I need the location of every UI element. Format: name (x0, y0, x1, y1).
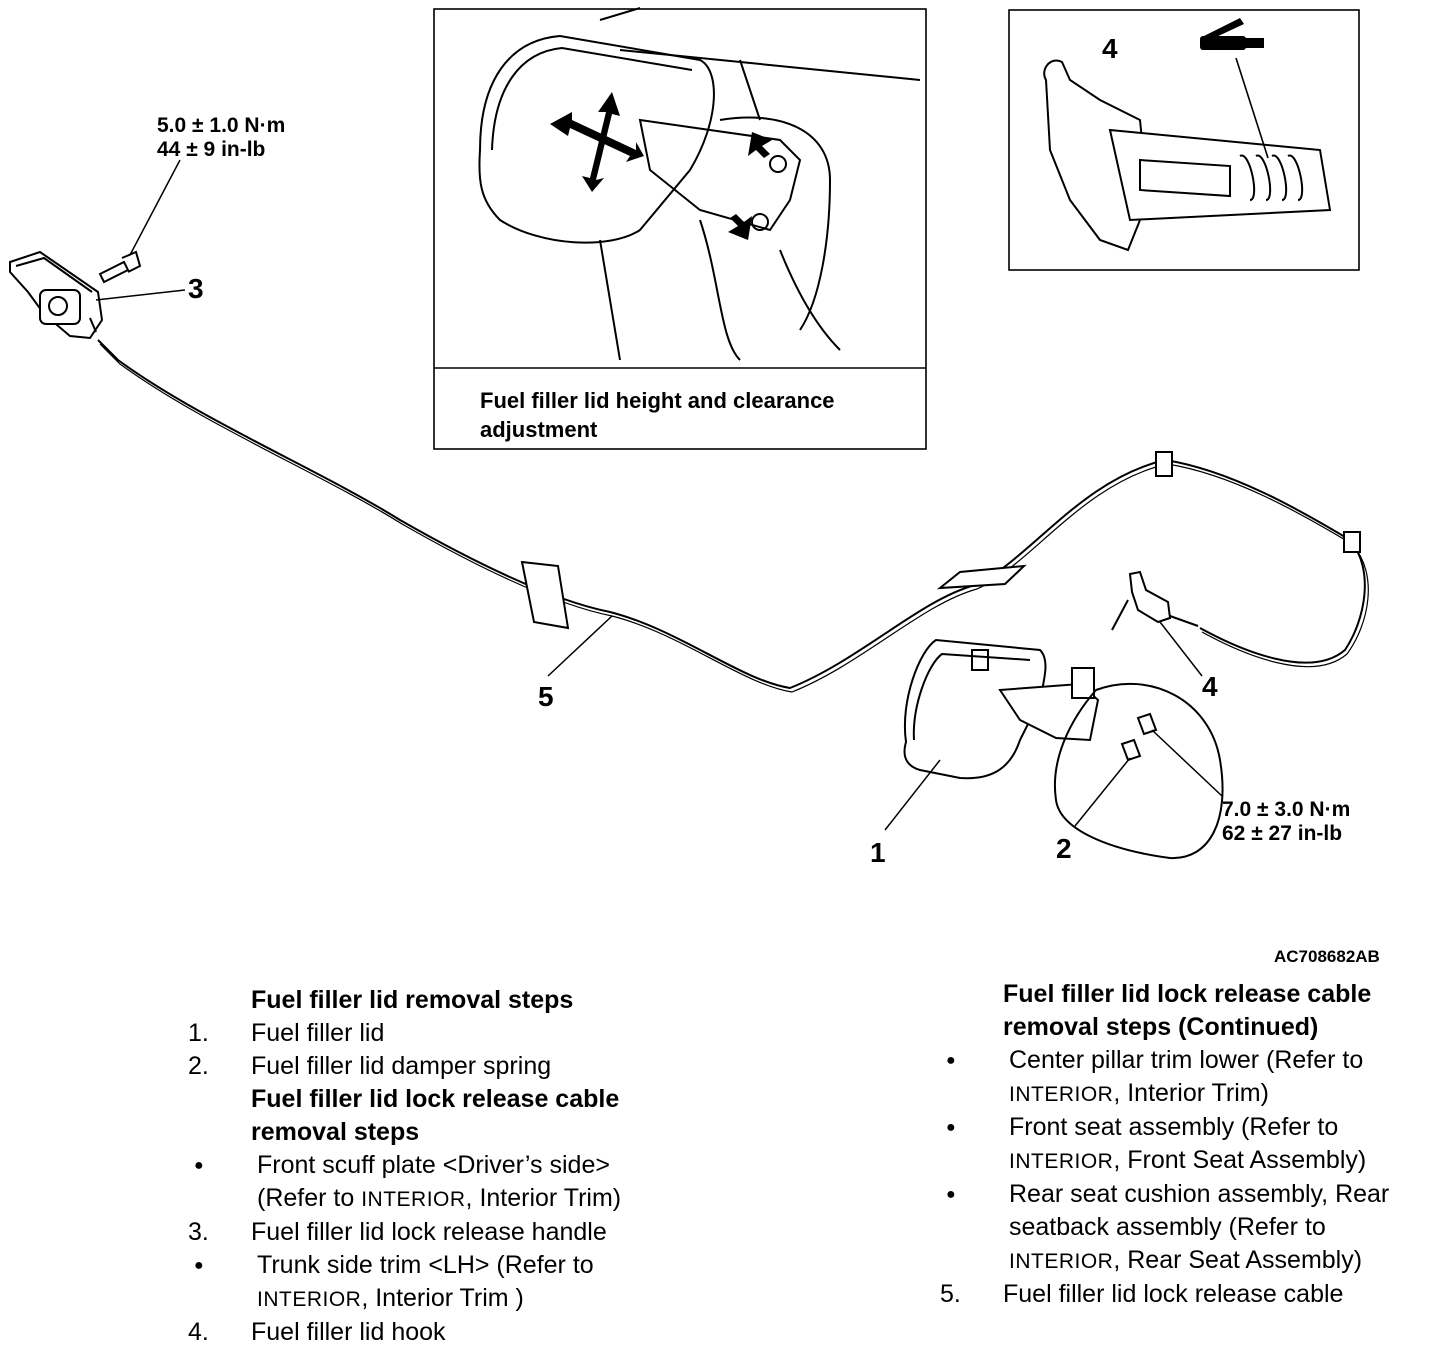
bullet-icon: ● (194, 1157, 204, 1174)
step-text: Fuel filler lid damper spring (251, 1052, 552, 1080)
step-text: Fuel filler lid lock release cable (1003, 1280, 1344, 1308)
step-number: 1. (188, 1019, 209, 1047)
cable-tape-1 (520, 560, 570, 630)
step-text: Front seat assembly (Refer to (1009, 1113, 1339, 1141)
damper-spring-part (1120, 738, 1142, 762)
removal-steps-left: Fuel filler lid removal steps 1. Fuel fil… (188, 984, 748, 1349)
callout-1: 1 (870, 837, 886, 868)
exploded-diagram: 5.0 ± 1.0 N·m 44 ± 9 in-lb 7.0 ± 3.0 N·m… (9, 7, 1369, 868)
ref-suffix: , Interior Trim ) (361, 1284, 524, 1312)
step-1: 1. Fuel filler lid (188, 1017, 748, 1050)
ref-prefix: (Refer to (257, 1184, 362, 1212)
steps-title-cable-line2: removal steps (251, 1118, 420, 1146)
steps-title-cable-line1: Fuel filler lid lock release cable (251, 1085, 620, 1113)
lid-hook-part (1111, 570, 1199, 631)
fuel-lid-part (903, 638, 1100, 780)
bullet-icon: ● (946, 1052, 956, 1069)
interior-ref-link[interactable]: INTERIOR (1009, 1083, 1114, 1106)
illustration-code: AC708682AB (1274, 947, 1380, 966)
cable-tape-2 (936, 564, 1027, 590)
handle-torque-nm: 5.0 ± 1.0 N·m (157, 114, 285, 137)
step-text: Trunk side trim <LH> (Refer to (257, 1251, 594, 1279)
interior-ref-link[interactable]: INTERIOR (361, 1188, 466, 1211)
release-cable (97, 339, 1366, 690)
step-text: Rear seat cushion assembly, Rear (1009, 1180, 1390, 1208)
step-text: Fuel filler lid hook (251, 1318, 446, 1346)
step-number: 3. (188, 1218, 209, 1246)
callout-4: 4 (1202, 671, 1218, 702)
bullet-icon: ● (946, 1119, 956, 1136)
step-number: 5. (940, 1280, 961, 1308)
bullet-step-trunk-trim: ● Trunk side trim <LH> (Refer to INTERIO… (188, 1249, 748, 1316)
bullet-step-rear-seat: ● Rear seat cushion assembly, Rear seatb… (940, 1178, 1440, 1278)
lid-bolt (1136, 712, 1158, 736)
step-4: 4. Fuel filler lid hook (188, 1316, 748, 1349)
step-3: 3. Fuel filler lid lock release handle (188, 1216, 748, 1249)
release-handle-part (9, 250, 104, 340)
steps-title-lid: Fuel filler lid removal steps (251, 986, 574, 1014)
ref-suffix: , Rear Seat Assembly) (1113, 1246, 1363, 1274)
bullet-step-center-pillar: ● Center pillar trim lower (Refer to INT… (940, 1044, 1440, 1111)
ref-suffix: , Interior Trim) (465, 1184, 622, 1212)
lid-opening-outline (1054, 682, 1224, 860)
lid-torque-nm: 7.0 ± 3.0 N·m (1222, 798, 1350, 821)
callout-2: 2 (1056, 833, 1072, 864)
inset-hook-detail (1008, 9, 1360, 271)
interior-ref-link[interactable]: INTERIOR (1009, 1150, 1114, 1173)
step-text: Fuel filler lid (251, 1019, 385, 1047)
lid-torque-inlb: 62 ± 27 in-lb (1222, 822, 1342, 845)
inset-callout-4: 4 (1102, 33, 1118, 64)
handle-torque-inlb: 44 ± 9 in-lb (157, 138, 265, 161)
step-number: 4. (188, 1318, 209, 1346)
step-text: Front scuff plate <Driver’s side> (257, 1151, 610, 1179)
step-number: 2. (188, 1052, 209, 1080)
ref-suffix: , Front Seat Assembly) (1113, 1146, 1367, 1174)
handle-bolt (98, 250, 142, 284)
bullet-icon: ● (194, 1257, 204, 1274)
inset-caption-line1: Fuel filler lid height and clearance (480, 388, 835, 413)
step-5: 5. Fuel filler lid lock release cable (940, 1278, 1440, 1311)
steps-title-continued-line1: Fuel filler lid lock release cable (1003, 980, 1372, 1008)
removal-steps-right: Fuel filler lid lock release cable remov… (940, 978, 1440, 1311)
interior-ref-link[interactable]: INTERIOR (257, 1288, 362, 1311)
callout-5: 5 (538, 681, 554, 712)
step-2: 2. Fuel filler lid damper spring (188, 1050, 748, 1083)
bullet-icon: ● (946, 1186, 956, 1203)
steps-title-continued-line2: removal steps (Continued) (1003, 1013, 1319, 1041)
inset-adjustment (433, 7, 927, 450)
bullet-step-front-seat: ● Front seat assembly (Refer to INTERIOR… (940, 1111, 1440, 1178)
callout-3: 3 (188, 273, 204, 304)
step-text: seatback assembly (Refer to (1009, 1213, 1326, 1241)
bullet-step-scuff-plate: ● Front scuff plate <Driver’s side> (Ref… (188, 1149, 748, 1216)
interior-ref-link[interactable]: INTERIOR (1009, 1250, 1114, 1273)
step-text: Center pillar trim lower (Refer to (1009, 1046, 1364, 1074)
inset-caption-line2: adjustment (480, 417, 598, 442)
step-text: Fuel filler lid lock release handle (251, 1218, 607, 1246)
ref-suffix: , Interior Trim) (1113, 1079, 1269, 1107)
